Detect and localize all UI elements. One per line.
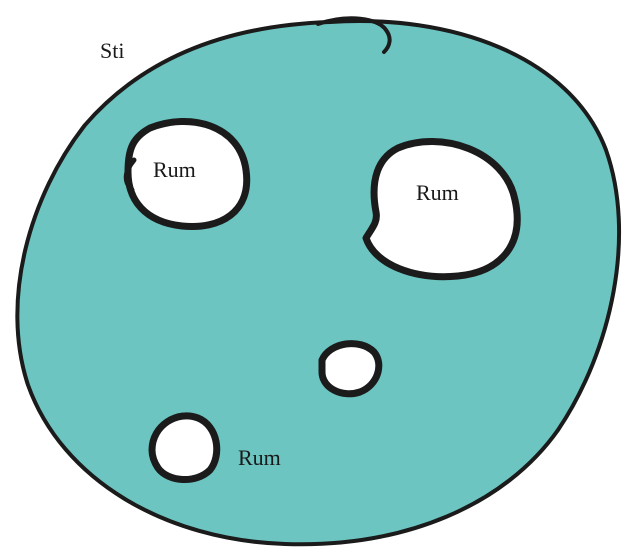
hole-bottom-left [152,416,217,480]
room-label-top-left: Rum [153,157,196,182]
hole-top-right [366,141,517,276]
hole-center-small [322,344,379,394]
room-label-top-right: Rum [416,180,459,205]
space-label: Sti [100,38,124,63]
room-label-bottom-left: Rum [238,445,281,470]
